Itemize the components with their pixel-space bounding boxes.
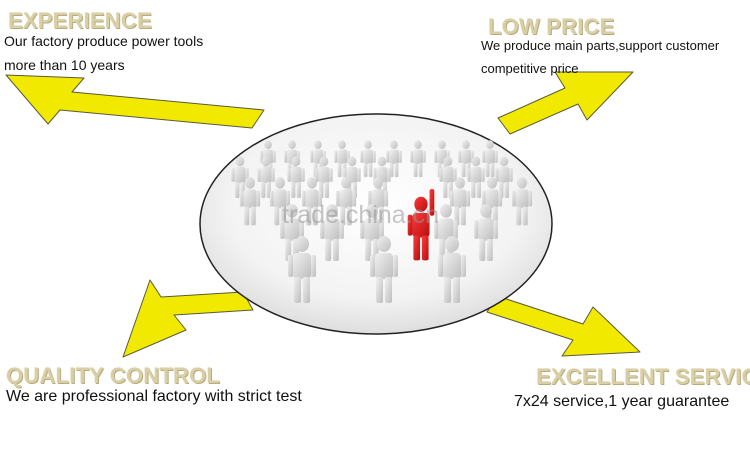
excellent-service-heading: EXCELLENT SERVICE: [536, 364, 750, 389]
low-price-text-line1: We produce main parts,support customer: [481, 38, 720, 53]
crowd-figure: [257, 156, 275, 199]
crowd-figure: [269, 177, 291, 226]
crowd-figure: [360, 140, 376, 178]
low-price-text-line2: competitive price: [481, 61, 579, 76]
experience-heading: EXPERIENCE: [8, 8, 152, 33]
crowd-figure: [301, 177, 323, 226]
crowd-figure: [449, 177, 471, 226]
arrow-up-right: [497, 71, 634, 135]
crowd-figure: [335, 177, 357, 226]
quality-control-heading: QUALITY CONTROL: [6, 363, 221, 388]
crowd-figure: [474, 204, 498, 262]
arrow-up-left: [5, 74, 265, 129]
crowd-figure: [482, 140, 498, 178]
arrow-down-right: [486, 295, 641, 357]
crowd-figure: [239, 177, 261, 226]
crowd-figure: [231, 156, 249, 199]
quality-control-text: We are professional factory with strict …: [6, 388, 302, 405]
crowd-figure: [467, 156, 485, 199]
arrow-down-left: [122, 279, 254, 358]
crowd-figure: [511, 177, 533, 226]
experience-text-line2: more than 10 years: [4, 57, 125, 73]
crowd-figure: [315, 156, 333, 199]
crowd: [231, 140, 533, 303]
leader-figure: [407, 189, 435, 261]
crowd-figure: [320, 204, 344, 262]
crowd-figure: [386, 140, 402, 178]
watermark: trade.china.cn: [282, 201, 440, 229]
crowd-figure: [438, 236, 466, 303]
experience-text-line1: Our factory produce power tools: [4, 33, 204, 49]
crowd-figure: [288, 236, 316, 303]
crowd-figure: [370, 236, 398, 303]
crowd-figure: [287, 156, 305, 199]
crowd-figure: [410, 140, 426, 178]
low-price-heading: LOW PRICE: [488, 14, 615, 39]
excellent-service-text: 7x24 service,1 year guarantee: [514, 393, 730, 410]
